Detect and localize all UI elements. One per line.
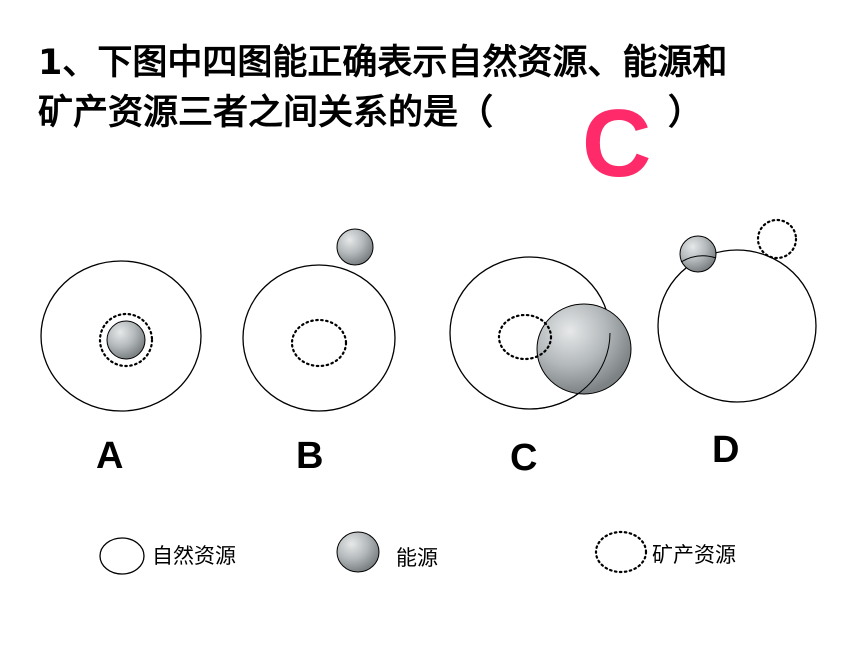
energy-sphere: [106, 320, 146, 360]
mineral-resources-legend-label: 矿产资源: [652, 543, 736, 567]
natural-resources-circle-edge: [680, 255, 717, 263]
mineral-resources-dotted-circle: [497, 313, 553, 361]
mineral-resources-dotted-circle: [756, 218, 798, 260]
natural-resources-circle: [657, 249, 817, 403]
question-line-1: 1、下图中四图能正确表示自然资源、能源和: [38, 43, 728, 83]
option-a-diagram: [40, 260, 202, 412]
natural-resources-circle: [242, 264, 396, 412]
option-a-label: A: [96, 435, 124, 477]
option-c-label: C: [510, 437, 538, 479]
legend-icons: [99, 530, 648, 575]
natural-resources-legend-icon: [99, 537, 145, 575]
option-d-label: D: [712, 429, 740, 471]
energy-sphere: [679, 235, 717, 273]
energy-sphere: [336, 228, 374, 266]
mineral-resources-legend-icon: [594, 530, 648, 574]
natural-resources-circle-edge: [529, 332, 611, 410]
option-c-diagram: [449, 256, 632, 410]
option-b-diagram: [242, 228, 396, 412]
mineral-resources-dotted-circle: [290, 318, 348, 368]
option-b-label: B: [296, 435, 324, 477]
natural-resources-legend-label: 自然资源: [152, 544, 236, 568]
question-text: 1、下图中四图能正确表示自然资源、能源和 矿产资源三者之间关系的是（ ）: [38, 38, 848, 138]
question-line-2: 矿产资源三者之间关系的是（ ）: [38, 93, 704, 133]
energy-legend-label: 能源: [396, 546, 438, 570]
answer-letter: C: [582, 90, 652, 197]
option-d-diagram: [657, 218, 817, 403]
energy-sphere: [536, 303, 632, 395]
energy-legend-icon: [336, 531, 380, 573]
mineral-resources-dotted-circle: [98, 312, 154, 368]
